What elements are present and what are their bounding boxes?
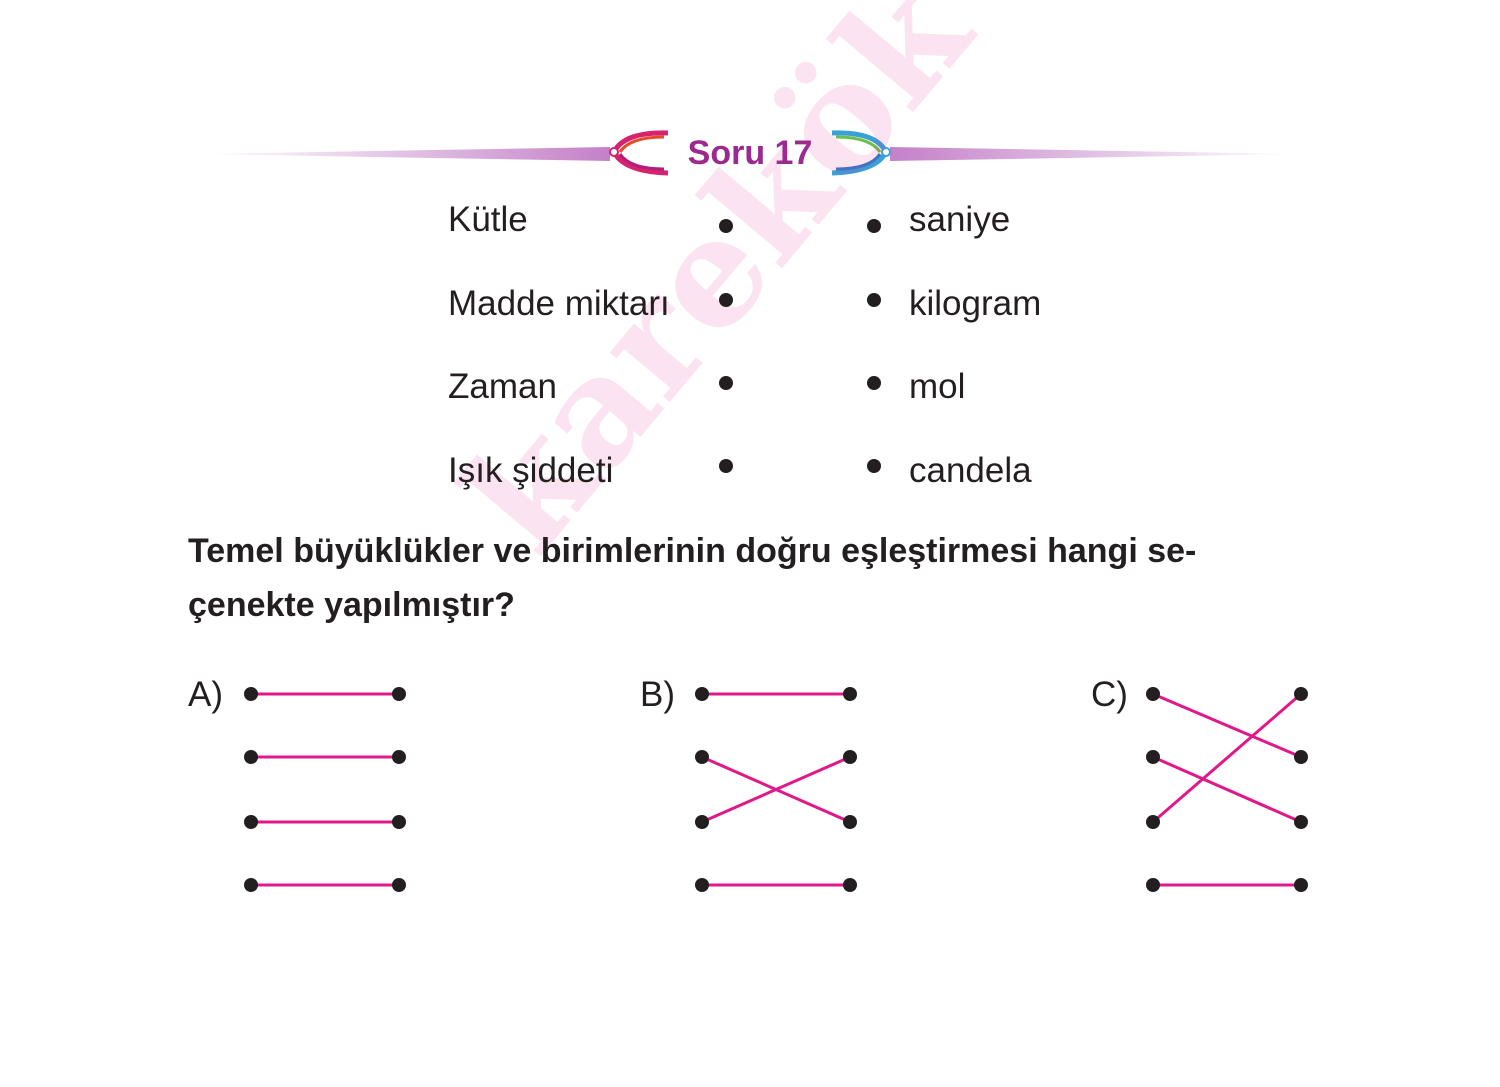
option-b-dot — [695, 750, 709, 764]
quantity-dot — [719, 293, 733, 307]
unit-dot — [867, 459, 881, 473]
quantity-time: Zaman — [448, 367, 557, 406]
option-b-dot — [843, 687, 857, 701]
option-c-dot — [1146, 750, 1160, 764]
option-a-dot — [392, 750, 406, 764]
option-a-diagram[interactable] — [244, 687, 406, 892]
option-c-dot — [1146, 878, 1160, 892]
option-b-dot — [695, 878, 709, 892]
quantity-mass: Kütle — [448, 200, 528, 239]
option-c-match-line — [1152, 692, 1302, 824]
quantity-dot — [719, 376, 733, 390]
option-b-dot — [695, 815, 709, 829]
option-a-dot — [392, 878, 406, 892]
option-c-dot — [1294, 750, 1308, 764]
option-a-dot — [392, 815, 406, 829]
quantity-dot — [719, 459, 733, 473]
question-title-badge: Soru 17 — [606, 128, 894, 178]
option-b-diagram[interactable] — [695, 687, 857, 892]
option-b-match-line — [701, 755, 851, 824]
unit-dot — [867, 376, 881, 390]
option-a-dot — [244, 878, 258, 892]
option-c-dot — [1294, 687, 1308, 701]
unit-kilogram: kilogram — [909, 284, 1042, 323]
unit-candela: candela — [909, 451, 1032, 490]
left-bracket-icon — [609, 130, 669, 176]
option-b-dot — [843, 878, 857, 892]
question-title: Soru 17 — [687, 134, 813, 172]
option-a-dot — [244, 750, 258, 764]
header-decor-bar — [200, 147, 1300, 161]
option-b-dot — [695, 687, 709, 701]
option-a-dot — [392, 687, 406, 701]
option-c-dot — [1294, 815, 1308, 829]
option-c-dot — [1146, 687, 1160, 701]
unit-mole: mol — [909, 367, 966, 406]
option-c-dot — [1146, 815, 1160, 829]
option-a-label[interactable]: A) — [188, 675, 223, 714]
option-b-dot — [843, 815, 857, 829]
quantity-dot — [719, 219, 733, 233]
question-text: Temel büyüklükler ve birimlerinin doğru … — [188, 532, 1197, 624]
option-c-match-line — [1152, 692, 1302, 759]
option-a-dot — [244, 687, 258, 701]
right-bracket-icon — [831, 130, 891, 176]
unit-second: saniye — [909, 200, 1011, 239]
option-c-dot — [1294, 878, 1308, 892]
option-a-dot — [244, 815, 258, 829]
option-b-label[interactable]: B) — [640, 675, 675, 714]
unit-dot — [867, 219, 881, 233]
option-c-label[interactable]: C) — [1091, 675, 1128, 714]
quantity-luminous-intensity: Işık şiddeti — [448, 451, 614, 490]
quantity-amount-of-substance: Madde miktarı — [448, 284, 670, 323]
unit-dot — [867, 293, 881, 307]
option-c-diagram[interactable] — [1146, 687, 1308, 892]
option-b-dot — [843, 750, 857, 764]
option-c-match-line — [1152, 755, 1302, 824]
